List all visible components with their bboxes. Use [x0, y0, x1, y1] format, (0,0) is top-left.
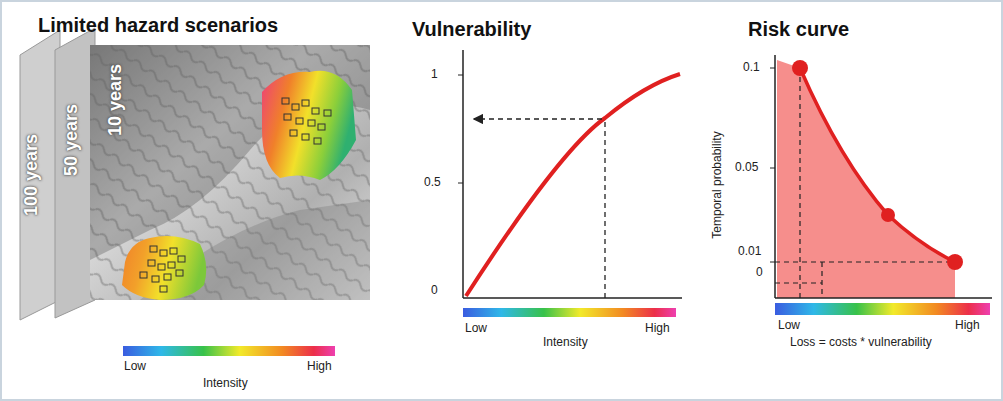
- scenario-label: 10 years: [106, 64, 126, 136]
- tick-label: 0: [431, 284, 438, 297]
- axis-label: High: [645, 322, 670, 335]
- tick-label: 1: [431, 68, 438, 81]
- axis-label: High: [955, 319, 980, 332]
- tick-label: 0.5: [424, 176, 441, 189]
- panel-title: Vulnerability: [412, 18, 531, 40]
- panel-title: Limited hazard scenarios: [38, 14, 278, 36]
- axis-label: High: [307, 360, 332, 373]
- axis-title: Loss = costs * vulnerability: [790, 336, 932, 349]
- intensity-bar: [123, 346, 335, 356]
- tick-label: 0.05: [735, 161, 758, 174]
- scenario-label: 100 years: [22, 134, 42, 216]
- axis-label: Low: [465, 322, 487, 335]
- axis-label: Low: [124, 360, 146, 373]
- axis-label: Intensity: [543, 336, 588, 349]
- axis-label: Low: [778, 319, 800, 332]
- tick-label: 0.1: [743, 61, 760, 74]
- axis-label: Intensity: [203, 377, 248, 390]
- panel-title: Risk curve: [748, 18, 849, 40]
- tick-label: 0.01: [738, 245, 761, 258]
- scenario-label: 50 years: [62, 104, 82, 176]
- axis-title: Temporal probability: [711, 131, 724, 238]
- tick-label: 0: [756, 266, 763, 279]
